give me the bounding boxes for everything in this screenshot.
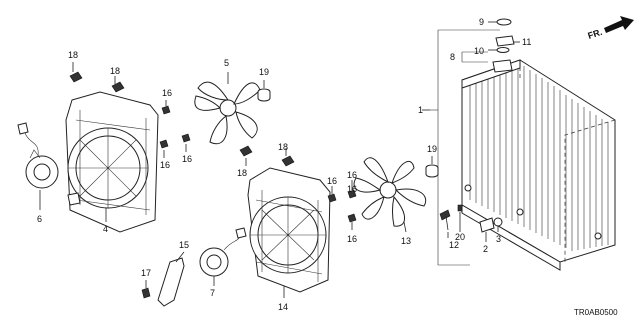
callout-8: 8 <box>450 52 455 62</box>
callout-12: 12 <box>449 240 459 250</box>
callout-18-b: 18 <box>110 66 120 76</box>
radiator-bracket-lines <box>430 29 500 266</box>
fasteners-mid <box>327 156 439 230</box>
callout-19-b: 19 <box>427 144 437 154</box>
callout-16-c: 16 <box>182 154 192 164</box>
callout-7: 7 <box>210 288 215 298</box>
callout-1: 1 <box>418 105 423 115</box>
radiator <box>461 59 616 271</box>
fasteners-top <box>69 62 271 166</box>
diagram-code: TR0AB0500 <box>574 308 618 317</box>
callout-9: 9 <box>479 17 484 27</box>
callout-18-d: 18 <box>278 142 288 152</box>
radiator-cap-parts <box>488 18 520 73</box>
callout-15: 15 <box>179 240 189 250</box>
callout-16-d: 16 <box>327 176 337 186</box>
fan-5 <box>194 72 261 145</box>
fan-13 <box>353 157 427 233</box>
cover-15 <box>157 251 185 307</box>
callout-5: 5 <box>224 58 229 68</box>
callout-16-a: 16 <box>162 88 172 98</box>
fan-motor-6 <box>17 122 59 210</box>
callout-13: 13 <box>401 236 411 246</box>
callout-19-a: 19 <box>259 67 269 77</box>
callout-18-c: 18 <box>237 168 247 178</box>
callout-labels: 1 2 3 4 5 6 7 8 9 10 11 12 13 14 15 16 1… <box>37 17 531 312</box>
callout-3: 3 <box>496 234 501 244</box>
fan-shroud-4 <box>65 91 159 233</box>
callout-10: 10 <box>474 46 484 56</box>
fan-shroud-14 <box>247 148 331 298</box>
callout-18-a: 18 <box>68 50 78 60</box>
callout-16-g: 16 <box>347 234 357 244</box>
callout-14: 14 <box>278 302 288 312</box>
direction-label: FR. <box>587 27 604 41</box>
callout-4: 4 <box>103 224 108 234</box>
drain-plug-parts <box>479 217 503 242</box>
bolt-12 <box>439 204 463 238</box>
clip-17 <box>141 280 151 299</box>
callout-6: 6 <box>37 214 42 224</box>
callout-16-e: 16 <box>347 170 357 180</box>
callout-16-b: 16 <box>160 160 170 170</box>
callout-16-f: 16 <box>347 184 357 194</box>
callout-17: 17 <box>141 268 151 278</box>
front-arrow-icon <box>604 16 634 33</box>
callout-2: 2 <box>483 244 488 254</box>
callout-20: 20 <box>455 232 465 242</box>
fan-motor-7 <box>199 227 247 286</box>
callout-11: 11 <box>522 37 531 47</box>
front-direction-indicator: FR. <box>587 16 634 41</box>
